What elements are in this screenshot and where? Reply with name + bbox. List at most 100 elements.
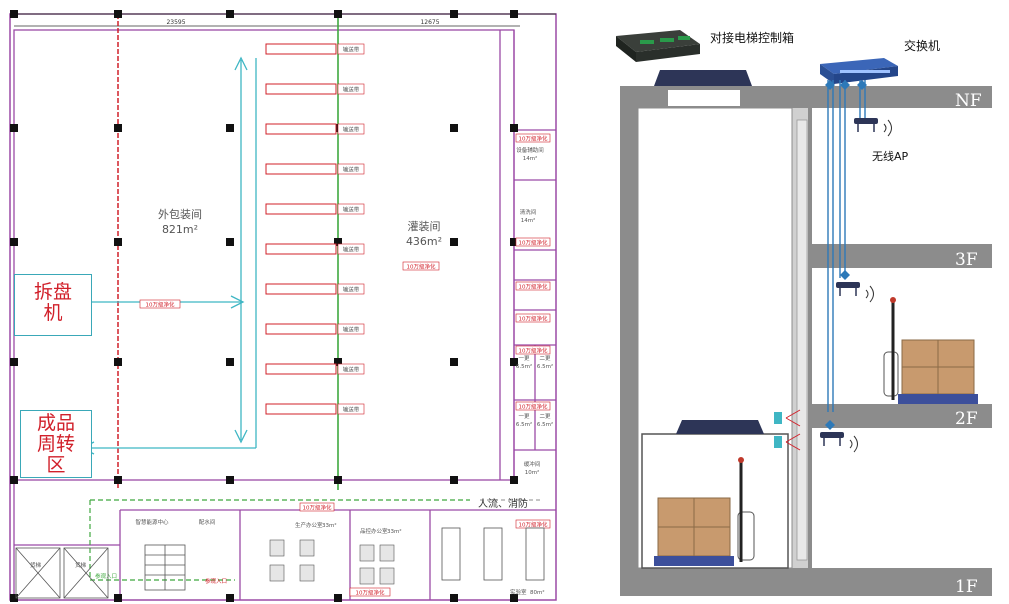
- column: [114, 124, 122, 132]
- floor-label-3f: 3F: [955, 250, 978, 270]
- conveyor-label: 输送带: [343, 406, 360, 414]
- dimension-left: 23595: [166, 19, 185, 26]
- floor-label-2f: 2F: [955, 409, 978, 429]
- column: [450, 124, 458, 132]
- flow-note: 人流、消防: [478, 497, 528, 510]
- svg-text:清洗间: 清洗间: [520, 208, 537, 216]
- ap-label: 无线AP: [872, 149, 909, 163]
- office-desks: [269, 539, 395, 585]
- floor-label-nf: NF: [955, 91, 982, 111]
- desk: [299, 564, 315, 582]
- conveyor: [265, 363, 337, 375]
- finished-label-line2: 周转: [36, 433, 75, 455]
- floor-sensor-icon: [774, 409, 801, 451]
- column: [510, 358, 518, 366]
- column: [226, 594, 234, 602]
- conveyor: [265, 403, 337, 415]
- finished-label-box: 成品 周转 区: [20, 410, 92, 478]
- svg-text:10万级净化: 10万级净化: [519, 347, 548, 355]
- svg-text:参观入口: 参观入口: [95, 572, 117, 580]
- elevator-machine: [654, 70, 752, 86]
- conveyor: [265, 163, 337, 175]
- column: [114, 358, 122, 366]
- ap-nf-icon: [854, 118, 892, 137]
- svg-text:14m²: 14m²: [523, 155, 538, 162]
- finished-label-line1: 成品: [36, 412, 75, 434]
- conveyor-tag: [337, 403, 365, 415]
- column: [334, 10, 342, 18]
- svg-text:6.5m²: 6.5m²: [537, 421, 553, 428]
- floor-2f-slab: [812, 404, 992, 428]
- svg-text:品控办公室: 品控办公室: [360, 527, 388, 535]
- ap-2f-icon: [820, 432, 858, 453]
- floor-plan: 23595 12675: [9, 10, 557, 602]
- building-walls: [13, 29, 556, 600]
- elevator-diagram: NF 3F 2F 1F 对接电梯控制箱 交换机: [616, 30, 992, 597]
- svg-text:二更: 二更: [539, 355, 551, 362]
- conveyor: [265, 283, 337, 295]
- left-wall: [620, 86, 638, 596]
- column: [10, 124, 18, 132]
- desk: [379, 567, 395, 585]
- conveyor-tag: [337, 163, 365, 175]
- conveyor: [265, 243, 337, 255]
- svg-text:10万级净化: 10万级净化: [519, 521, 548, 529]
- conveyor-tag: [337, 123, 365, 135]
- depal-label-line2: 机: [43, 302, 63, 324]
- conveyor-label: 输送带: [343, 86, 360, 94]
- conveyor-tag: [337, 83, 365, 95]
- conveyor-tag: [337, 323, 365, 335]
- conveyor-label: 输送带: [343, 286, 360, 294]
- svg-text:智慧能源中心: 智慧能源中心: [135, 518, 169, 526]
- column: [10, 238, 18, 246]
- column: [226, 124, 234, 132]
- column: [10, 476, 18, 484]
- column: [334, 358, 342, 366]
- conveyor: [265, 323, 337, 335]
- conveyor-label: 输送带: [343, 126, 360, 134]
- finished-label-line3: 区: [46, 454, 66, 476]
- svg-text:80m²: 80m²: [530, 589, 545, 596]
- svg-text:配水间: 配水间: [199, 518, 216, 526]
- svg-text:10万级净化: 10万级净化: [519, 135, 548, 143]
- column: [510, 124, 518, 132]
- room-filling-name: 灌装间: [408, 220, 441, 233]
- conveyor-label: 输送带: [343, 166, 360, 174]
- svg-text:10万级净化: 10万级净化: [519, 239, 548, 247]
- column: [114, 476, 122, 484]
- column: [226, 10, 234, 18]
- column: [114, 10, 122, 18]
- svg-text:生产办公室: 生产办公室: [295, 521, 323, 529]
- column: [334, 476, 342, 484]
- column: [450, 358, 458, 366]
- agv-cargo-upper: [883, 297, 978, 404]
- column: [226, 238, 234, 246]
- column: [450, 10, 458, 18]
- shaft-right-edge: [808, 108, 812, 568]
- conveyor: [265, 203, 337, 215]
- svg-text:10万级净化: 10万级净化: [146, 301, 175, 309]
- svg-text:货梯: 货梯: [30, 561, 42, 569]
- column: [510, 10, 518, 18]
- cable-connectors: [825, 80, 867, 430]
- depal-label-line1: 拆盘: [33, 281, 72, 303]
- conveyor-tag: [337, 43, 365, 55]
- svg-text:10万级净化: 10万级净化: [519, 283, 548, 291]
- desk: [269, 564, 285, 582]
- switch-label: 交换机: [904, 38, 940, 53]
- depal-label-box: 拆盘 机: [14, 274, 92, 336]
- small-room-labels: 设备辅助间 14m² 清洗间 14m² 一更 6.5m² 二更 6.5m² 一更…: [30, 146, 553, 596]
- svg-text:6.5m²: 6.5m²: [516, 421, 532, 428]
- conveyor: [265, 83, 337, 95]
- svg-text:一更: 一更: [518, 355, 530, 362]
- desk: [359, 567, 375, 585]
- desk: [359, 544, 375, 562]
- conveyor-tag: [337, 363, 365, 375]
- svg-text:10万级净化: 10万级净化: [303, 504, 332, 512]
- conveyor-tag: [337, 203, 365, 215]
- svg-text:10万级净化: 10万级净化: [356, 589, 385, 597]
- svg-text:10万级净化: 10万级净化: [519, 403, 548, 411]
- svg-text:10万级净化: 10万级净化: [407, 263, 436, 271]
- column: [450, 476, 458, 484]
